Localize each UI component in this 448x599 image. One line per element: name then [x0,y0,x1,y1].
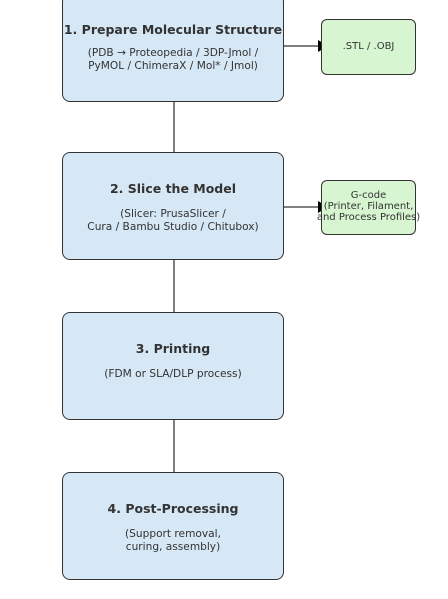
step-subtitle: (FDM or SLA/DLP process) [63,368,283,381]
step-subtitle-line: (PDB → Proteopedia / 3DP-Jmol / [87,47,259,59]
step-title: 4. Post-Processing [107,501,239,516]
output-gcode: G-code (Printer, Filament, and Process P… [317,180,420,235]
step-subtitle: (Support removal, curing, assembly) [63,528,283,554]
output-model-file: .STL / .OBJ [321,19,416,75]
step-subtitle: (PDB → Proteopedia / 3DP-Jmol / PyMOL / … [63,47,283,73]
step-subtitle-line: (Slicer: PrusaSlicer / [120,208,226,220]
step-subtitle-line: (Support removal, [125,528,221,540]
step-printing: 3. Printing (FDM or SLA/DLP process) [62,312,284,420]
step-subtitle: (Slicer: PrusaSlicer / Cura / Bambu Stud… [63,208,283,234]
step-subtitle-line: curing, assembly) [125,541,221,553]
output-label: .STL / .OBJ [342,41,395,52]
step-prepare-structure: 1. Prepare Molecular Structure (PDB → Pr… [62,0,284,102]
output-label: (Printer, Filament, [323,201,414,212]
output-label: G-code [350,190,387,201]
step-title: 2. Slice the Model [109,181,237,196]
step-post-processing: 4. Post-Processing (Support removal, cur… [62,472,284,580]
step-slice-model: 2. Slice the Model (Slicer: PrusaSlicer … [62,152,284,260]
step-title: 1. Prepare Molecular Structure [63,22,283,37]
output-label: and Process Profiles) [316,212,421,223]
step-subtitle-line: Cura / Bambu Studio / Chitubox) [87,221,259,233]
step-title: 3. Printing [135,341,211,356]
step-subtitle-line: (FDM or SLA/DLP process) [104,368,242,380]
step-subtitle-line: PyMOL / ChimeraX / Mol* / Jmol) [88,60,258,72]
